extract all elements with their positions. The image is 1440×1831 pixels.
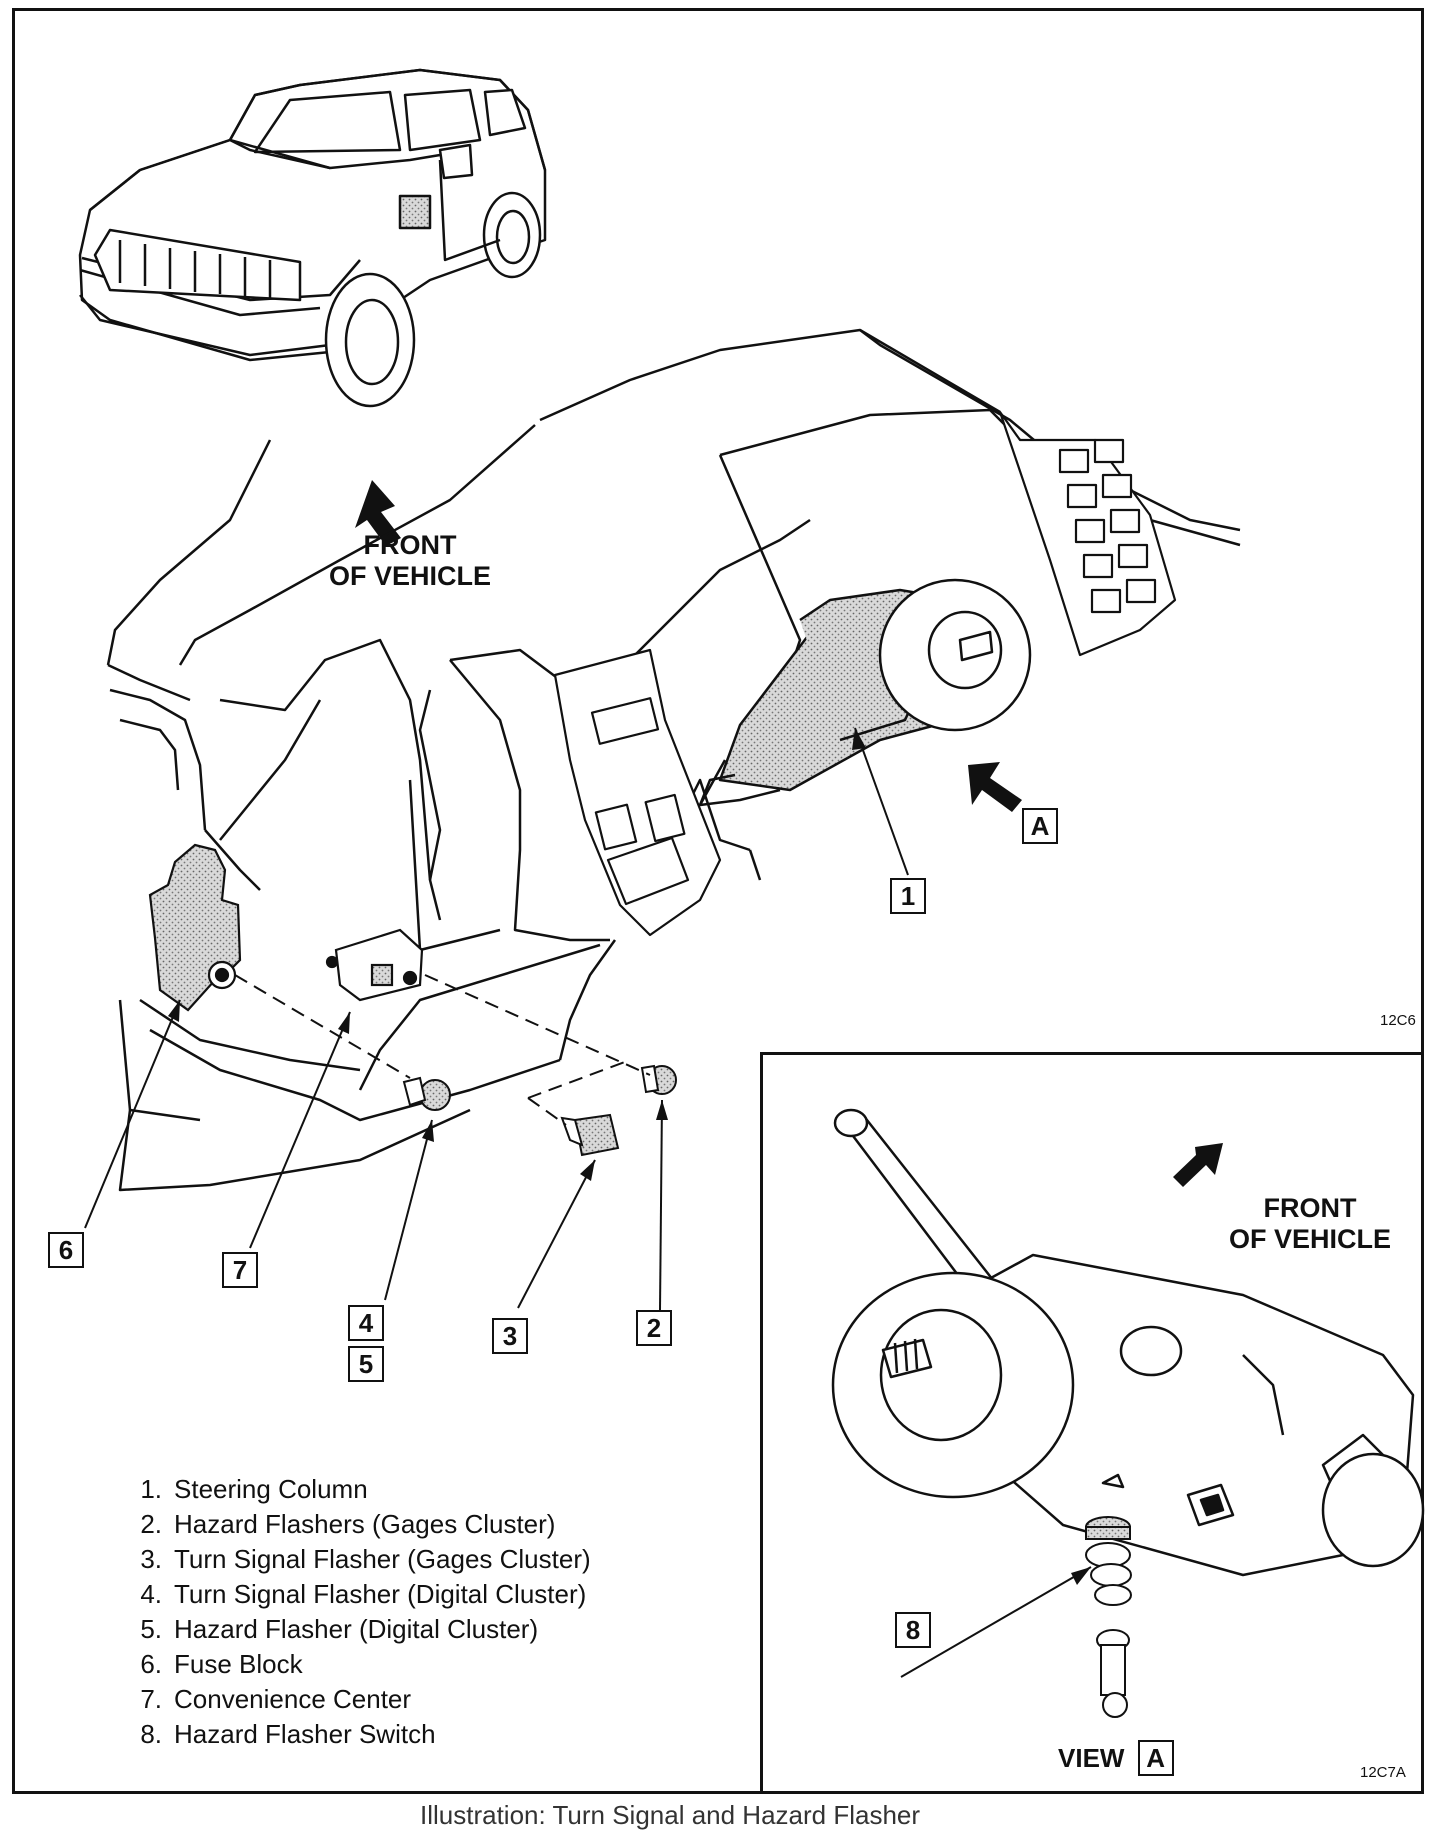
front-arrow-view-icon	[1173, 1143, 1223, 1187]
callout-8: 8	[895, 1612, 931, 1648]
legend-item: 7.Convenience Center	[140, 1684, 412, 1714]
legend-item: 2.Hazard Flashers (Gages Cluster)	[140, 1509, 556, 1539]
steering-column	[698, 578, 1032, 807]
callout-5: 5	[348, 1346, 384, 1382]
view-a-label: VIEW A	[1058, 1740, 1174, 1778]
view-a-inset	[760, 1052, 1425, 1794]
hazard-flasher-switch	[1085, 1516, 1132, 1718]
legend-item: 8.Hazard Flasher Switch	[140, 1719, 436, 1749]
switch-panels	[553, 410, 1177, 937]
hazard-flasher-gages	[640, 1064, 677, 1095]
front-of-vehicle-label: FRONT OF VEHICLE	[328, 530, 491, 591]
vehicle-illustration	[78, 68, 547, 408]
turn-signal-flasher-digital	[402, 1076, 451, 1111]
view-word: VIEW	[1058, 1742, 1125, 1773]
callout-1: 1	[890, 878, 926, 914]
turn-signal-flasher-gages	[560, 1113, 620, 1157]
callout-2: 2	[636, 1310, 672, 1346]
callout-7: 7	[222, 1252, 258, 1288]
parts-legend: 1.Steering Column 2.Hazard Flashers (Gag…	[118, 1472, 678, 1752]
callout-4: 4	[348, 1305, 384, 1341]
legend-item: 4.Turn Signal Flasher (Digital Cluster)	[140, 1579, 587, 1609]
legend-item: 5.Hazard Flasher (Digital Cluster)	[140, 1614, 539, 1644]
diagram-frame	[12, 8, 1424, 1794]
callout-6: 6	[48, 1232, 84, 1268]
assembly-dashed-lines	[234, 974, 651, 1126]
leader-lines	[84, 727, 909, 1311]
front-arrow-icon	[355, 480, 401, 546]
convenience-center	[325, 928, 424, 1002]
legend-item: 6.Fuse Block	[140, 1649, 303, 1679]
fuse-block	[148, 843, 242, 1012]
legend-item: 1.Steering Column	[140, 1474, 368, 1504]
dashboard-illustration	[106, 328, 1241, 1192]
figure-code-view: 12C7A	[1360, 1764, 1406, 1781]
leader-arrowheads	[168, 728, 866, 1181]
figure-caption: Illustration: Turn Signal and Hazard Fla…	[420, 1800, 921, 1830]
front-of-vehicle-view-label: FRONT OF VEHICLE	[1228, 1193, 1391, 1254]
callout-3: 3	[492, 1318, 528, 1354]
view-a-arrow-icon	[968, 762, 1022, 812]
legend-item: 3.Turn Signal Flasher (Gages Cluster)	[140, 1544, 591, 1574]
callout-view-a: A	[1137, 1740, 1174, 1776]
figure-code-main: 12C6	[1380, 1012, 1416, 1029]
callout-a: A	[1022, 808, 1058, 844]
view-a-illustration	[831, 1108, 1425, 1718]
